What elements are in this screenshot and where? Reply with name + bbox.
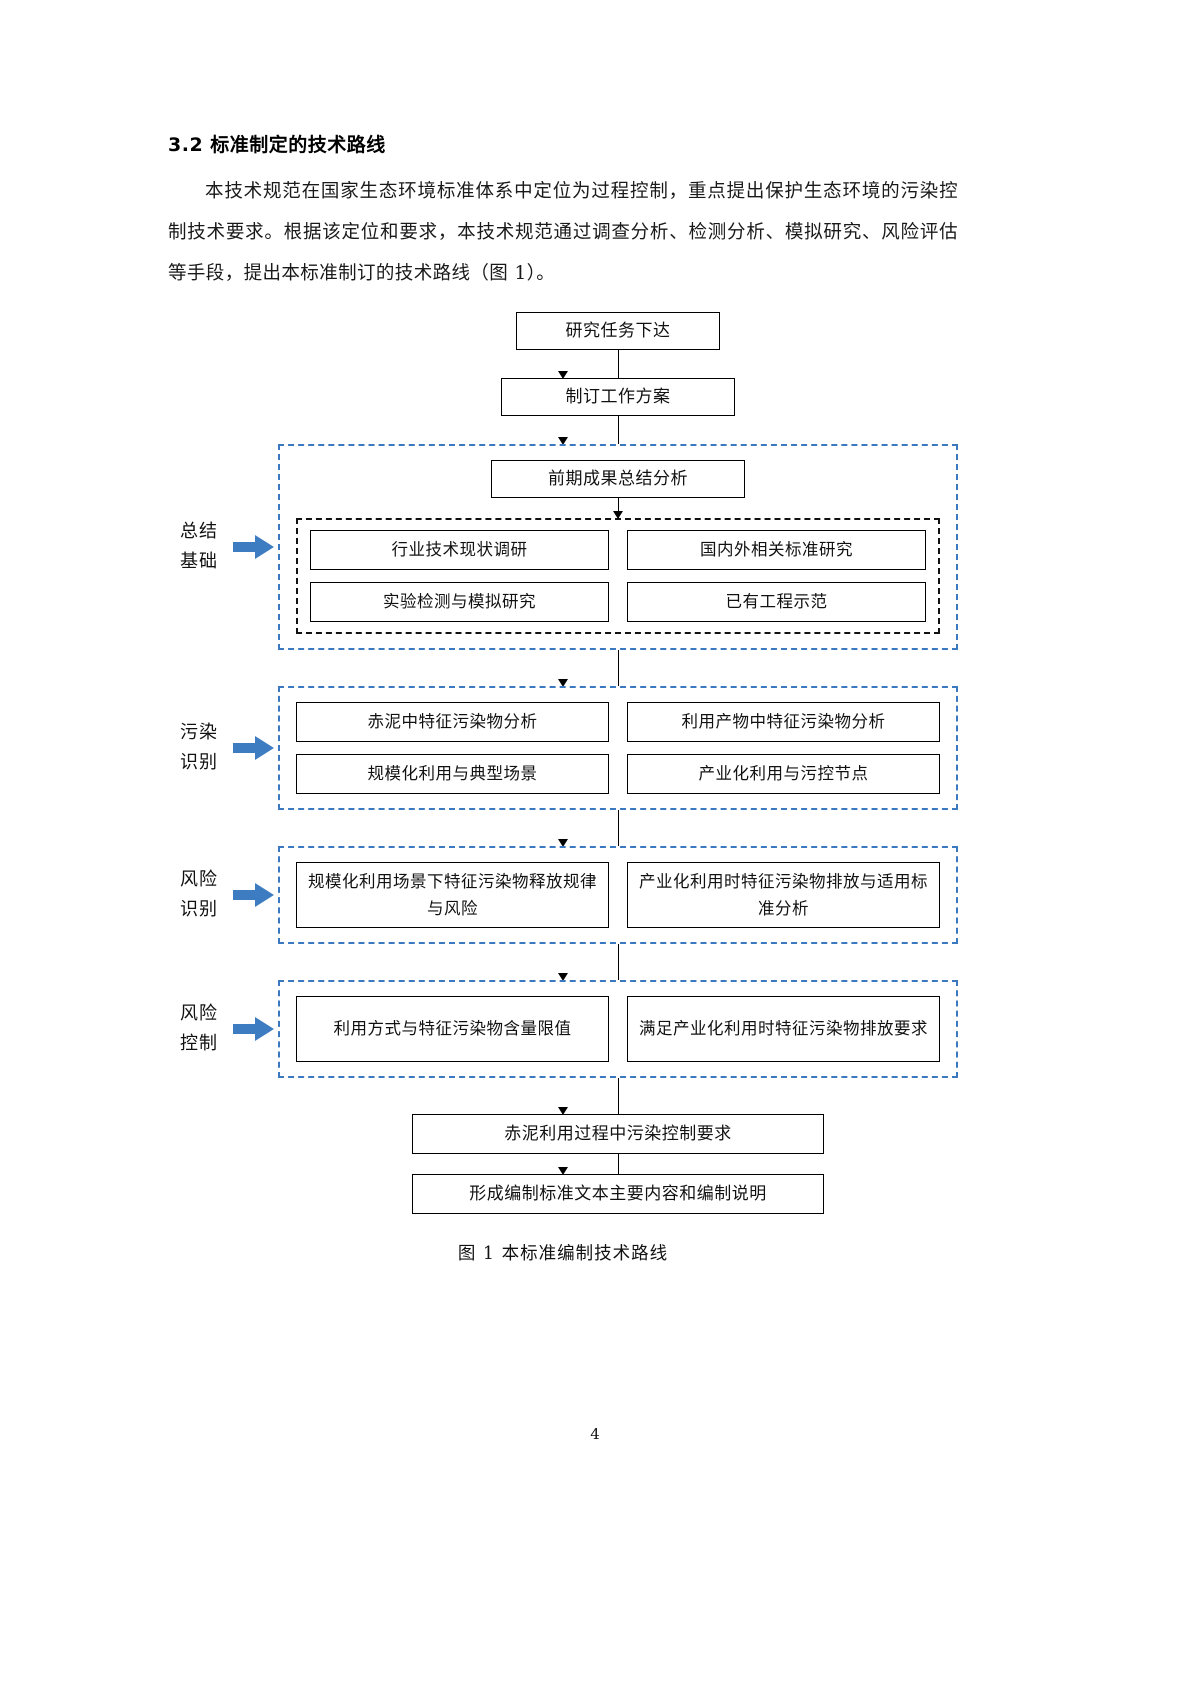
- flow-cell-redmud-pollutants: 赤泥中特征污染物分析: [296, 701, 609, 742]
- stage-pointer-arrow-2: [230, 735, 278, 761]
- connector-line: [617, 1077, 619, 1114]
- arrow-head-icon: [558, 436, 568, 445]
- arrow-head-icon: [613, 510, 623, 519]
- stage-cell-grid-3: 规模化利用场景下特征污染物释放规律与风险 产业化利用时特征污染物排放与适用标准分…: [296, 861, 940, 928]
- flow-node-work-plan: 制订工作方案: [501, 377, 735, 416]
- stage-cell-grid-2: 赤泥中特征污染物分析 利用产物中特征污染物分析 规模化利用与典型场景 产业化利用…: [296, 701, 940, 794]
- section-heading: 3.2 标准制定的技术路线: [168, 134, 386, 156]
- stage-label-line1: 总结: [180, 520, 218, 542]
- stage-dashed-container-4: 利用方式与特征污染物含量限值 满足产业化利用时特征污染物排放要求: [278, 979, 958, 1078]
- stage-dashed-container-1: 前期成果总结分析 行业技术现状调研 国内外相关标准研究 实验检测与模拟研究 已有…: [278, 443, 958, 650]
- connector-arrow-2: [168, 415, 958, 445]
- page-content: 3.2 标准制定的技术路线 本技术规范在国家生态环境标准体系中定位为过程控制，重…: [168, 132, 958, 1265]
- stage-label-line1: 污染: [180, 721, 218, 743]
- connector-arrow-3: [296, 497, 940, 519]
- page-number: 4: [590, 1425, 600, 1443]
- stage-label-risk-control: 风险 控制: [168, 999, 230, 1059]
- stage-label-risk-identification: 风险 识别: [168, 865, 230, 925]
- flow-cell-release-law-risk: 规模化利用场景下特征污染物释放规律与风险: [296, 861, 609, 928]
- right-arrow-icon: [233, 1016, 274, 1041]
- stage-lead-row: 前期成果总结分析: [296, 459, 940, 498]
- stage-label-line2: 基础: [180, 550, 218, 572]
- figure-caption: 图 1 本标准编制技术路线: [457, 1243, 669, 1264]
- stage-risk-control: 风险 控制 利用方式与特征污染物含量限值 满足产业化利用时特征污染物排放要求: [168, 979, 958, 1078]
- stage-label-line2: 识别: [180, 898, 218, 920]
- stage-pollution-identification: 污染 识别 赤泥中特征污染物分析 利用产物中特征污染物分析 规模化利用与典型场景…: [168, 685, 958, 810]
- connector-arrow-5: [168, 809, 958, 847]
- flow-cell-experiment-simulation: 实验检测与模拟研究: [310, 581, 609, 622]
- flow-cell-standards-research: 国内外相关标准研究: [627, 529, 926, 570]
- flow-cell-emission-requirement: 满足产业化利用时特征污染物排放要求: [627, 995, 940, 1062]
- flow-cell-emission-standard-analysis: 产业化利用时特征污染物排放与适用标准分析: [627, 861, 940, 928]
- flow-cell-existing-demonstration: 已有工程示范: [627, 581, 926, 622]
- technical-route-flowchart: 研究任务下达 制订工作方案 总结 基础: [168, 311, 958, 1265]
- flow-node-pollution-control-requirements: 赤泥利用过程中污染控制要求: [412, 1113, 824, 1154]
- flow-cell-use-mode-content-limit: 利用方式与特征污染物含量限值: [296, 995, 609, 1062]
- connector-line: [617, 943, 619, 980]
- stage-dashed-container-2: 赤泥中特征污染物分析 利用产物中特征污染物分析 规模化利用与典型场景 产业化利用…: [278, 685, 958, 810]
- flow-cell-scale-use-scenarios: 规模化利用与典型场景: [296, 753, 609, 794]
- connector-line: [617, 349, 619, 378]
- flow-row-top-1: 研究任务下达: [168, 311, 958, 350]
- arrow-head-icon: [558, 838, 568, 847]
- stage-summary-basis: 总结 基础 前期成果总结分析: [168, 443, 958, 650]
- stage-dashed-container-3: 规模化利用场景下特征污染物释放规律与风险 产业化利用时特征污染物排放与适用标准分…: [278, 845, 958, 944]
- flow-cell-industrial-control-nodes: 产业化利用与污控节点: [627, 753, 940, 794]
- connector-line: [617, 809, 619, 846]
- flow-row-bottom-1: 赤泥利用过程中污染控制要求: [168, 1113, 958, 1154]
- flow-node-standard-text-and-explanation: 形成编制标准文本主要内容和编制说明: [412, 1173, 824, 1214]
- stage-pointer-arrow-3: [230, 882, 278, 908]
- right-arrow-icon: [233, 534, 274, 559]
- arrow-head-icon: [558, 1106, 568, 1115]
- connector-line: [617, 497, 619, 518]
- connector-arrow-6: [168, 943, 958, 981]
- arrow-head-icon: [558, 678, 568, 687]
- arrow-head-icon: [558, 972, 568, 981]
- connector-arrow-1: [168, 349, 958, 379]
- connector-arrow-4: [168, 649, 958, 687]
- stage-cell-grid-1: 行业技术现状调研 国内外相关标准研究 实验检测与模拟研究 已有工程示范: [310, 529, 926, 622]
- arrow-head-icon: [558, 370, 568, 379]
- connector-arrow-7: [168, 1077, 958, 1115]
- right-arrow-icon: [233, 735, 274, 760]
- right-arrow-icon: [233, 882, 274, 907]
- flow-cell-industry-survey: 行业技术现状调研: [310, 529, 609, 570]
- inner-dashed-container: 行业技术现状调研 国内外相关标准研究 实验检测与模拟研究 已有工程示范: [296, 517, 940, 634]
- flow-row-top-2: 制订工作方案: [168, 377, 958, 416]
- body-paragraph: 本技术规范在国家生态环境标准体系中定位为过程控制，重点提出保护生态环境的污染控制…: [168, 180, 958, 284]
- stage-label-pollution-identification: 污染 识别: [168, 718, 230, 778]
- stage-label-line1: 风险: [180, 1002, 218, 1024]
- flow-row-bottom-2: 形成编制标准文本主要内容和编制说明: [168, 1173, 958, 1214]
- connector-line: [617, 415, 619, 444]
- stage-cell-grid-4: 利用方式与特征污染物含量限值 满足产业化利用时特征污染物排放要求: [296, 995, 940, 1062]
- stage-label-line1: 风险: [180, 868, 218, 890]
- connector-arrow-8: [168, 1153, 958, 1175]
- flow-cell-product-pollutants: 利用产物中特征污染物分析: [627, 701, 940, 742]
- stage-label-line2: 识别: [180, 751, 218, 773]
- connector-line: [617, 1153, 619, 1174]
- stage-risk-identification: 风险 识别 规模化利用场景下特征污染物释放规律与风险 产业化利用时特征污染物排放…: [168, 845, 958, 944]
- arrow-head-icon: [558, 1166, 568, 1175]
- flow-node-research-task: 研究任务下达: [516, 311, 720, 350]
- stage-label-line2: 控制: [180, 1032, 218, 1054]
- stage-pointer-arrow-4: [230, 1016, 278, 1042]
- stage-label-summary-basis: 总结 基础: [168, 517, 230, 577]
- flow-node-prior-results-summary: 前期成果总结分析: [491, 459, 745, 498]
- stage-pointer-arrow-1: [230, 534, 278, 560]
- connector-line: [617, 649, 619, 686]
